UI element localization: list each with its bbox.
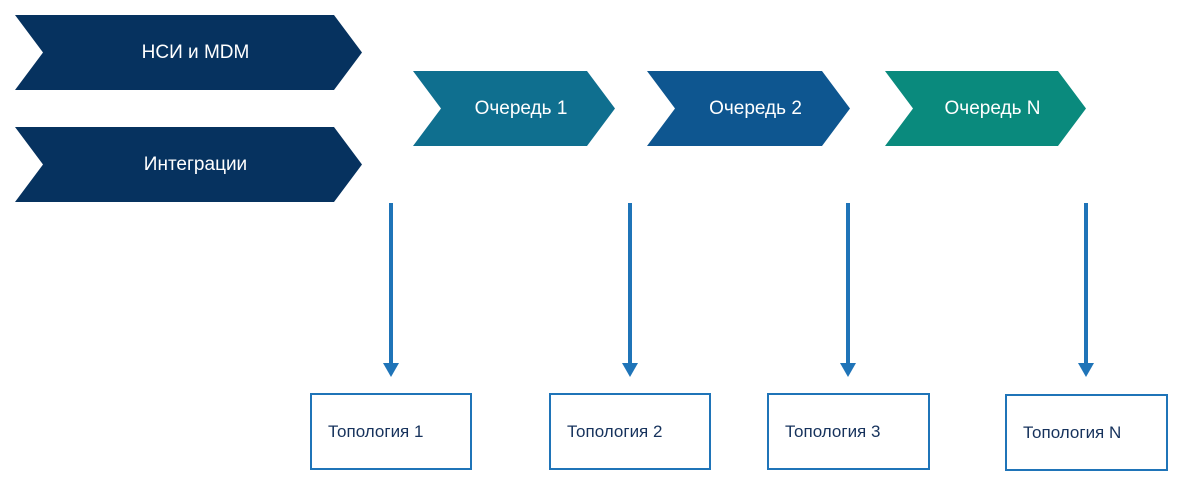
topology-box-2: Топология 2 [549, 393, 711, 470]
topology-1-label: Топология 1 [328, 421, 424, 441]
arrow-down-4 [1078, 203, 1094, 377]
queue-1-label: Очередь 1 [474, 97, 568, 119]
topology-box-n: Топология N [1005, 394, 1168, 471]
topology-box-1: Топология 1 [310, 393, 472, 470]
queue-n: Очередь N [885, 71, 1086, 146]
arrow-down-2 [622, 203, 638, 377]
arrow-down-1 [383, 203, 399, 377]
queue-2-label: Очередь 2 [709, 97, 802, 119]
stage-integrations-label: Интеграции [143, 153, 248, 175]
topology-box-3: Топология 3 [767, 393, 930, 470]
stage-integrations: Интеграции [15, 127, 362, 202]
topology-3-label: Топология 3 [785, 421, 881, 441]
stage-nsi-mdm-label: НСИ и MDM [141, 41, 250, 63]
topology-2-label: Топология 2 [567, 421, 663, 441]
queue-1: Очередь 1 [413, 71, 615, 146]
queue-2: Очередь 2 [647, 71, 850, 146]
stage-nsi-mdm: НСИ и MDM [15, 15, 362, 90]
queue-n-label: Очередь N [944, 97, 1041, 119]
topology-n-label: Топология N [1023, 422, 1122, 442]
arrow-down-3 [840, 203, 856, 377]
